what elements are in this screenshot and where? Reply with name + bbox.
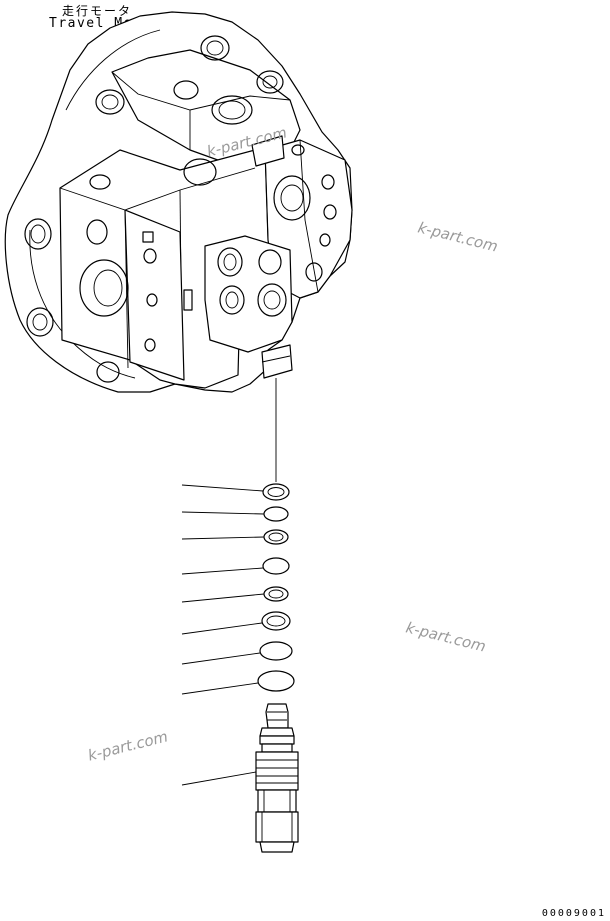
backup-ring-3	[263, 586, 289, 602]
o-ring-1	[263, 506, 289, 522]
relief-valve-cartridge	[255, 703, 299, 853]
seal-ring-stack	[257, 483, 295, 692]
backup-ring-1	[262, 483, 290, 501]
o-ring-4	[257, 670, 295, 692]
figure-code: 00009001	[541, 908, 606, 919]
backup-ring-4	[261, 611, 291, 631]
travel-motor-housing	[4, 11, 353, 393]
o-ring-2	[262, 557, 290, 575]
o-ring-3	[259, 641, 293, 661]
assembly-title-japanese: 走行モータ	[62, 4, 133, 18]
backup-ring-2	[263, 529, 289, 545]
callout-leaders	[181, 484, 265, 786]
